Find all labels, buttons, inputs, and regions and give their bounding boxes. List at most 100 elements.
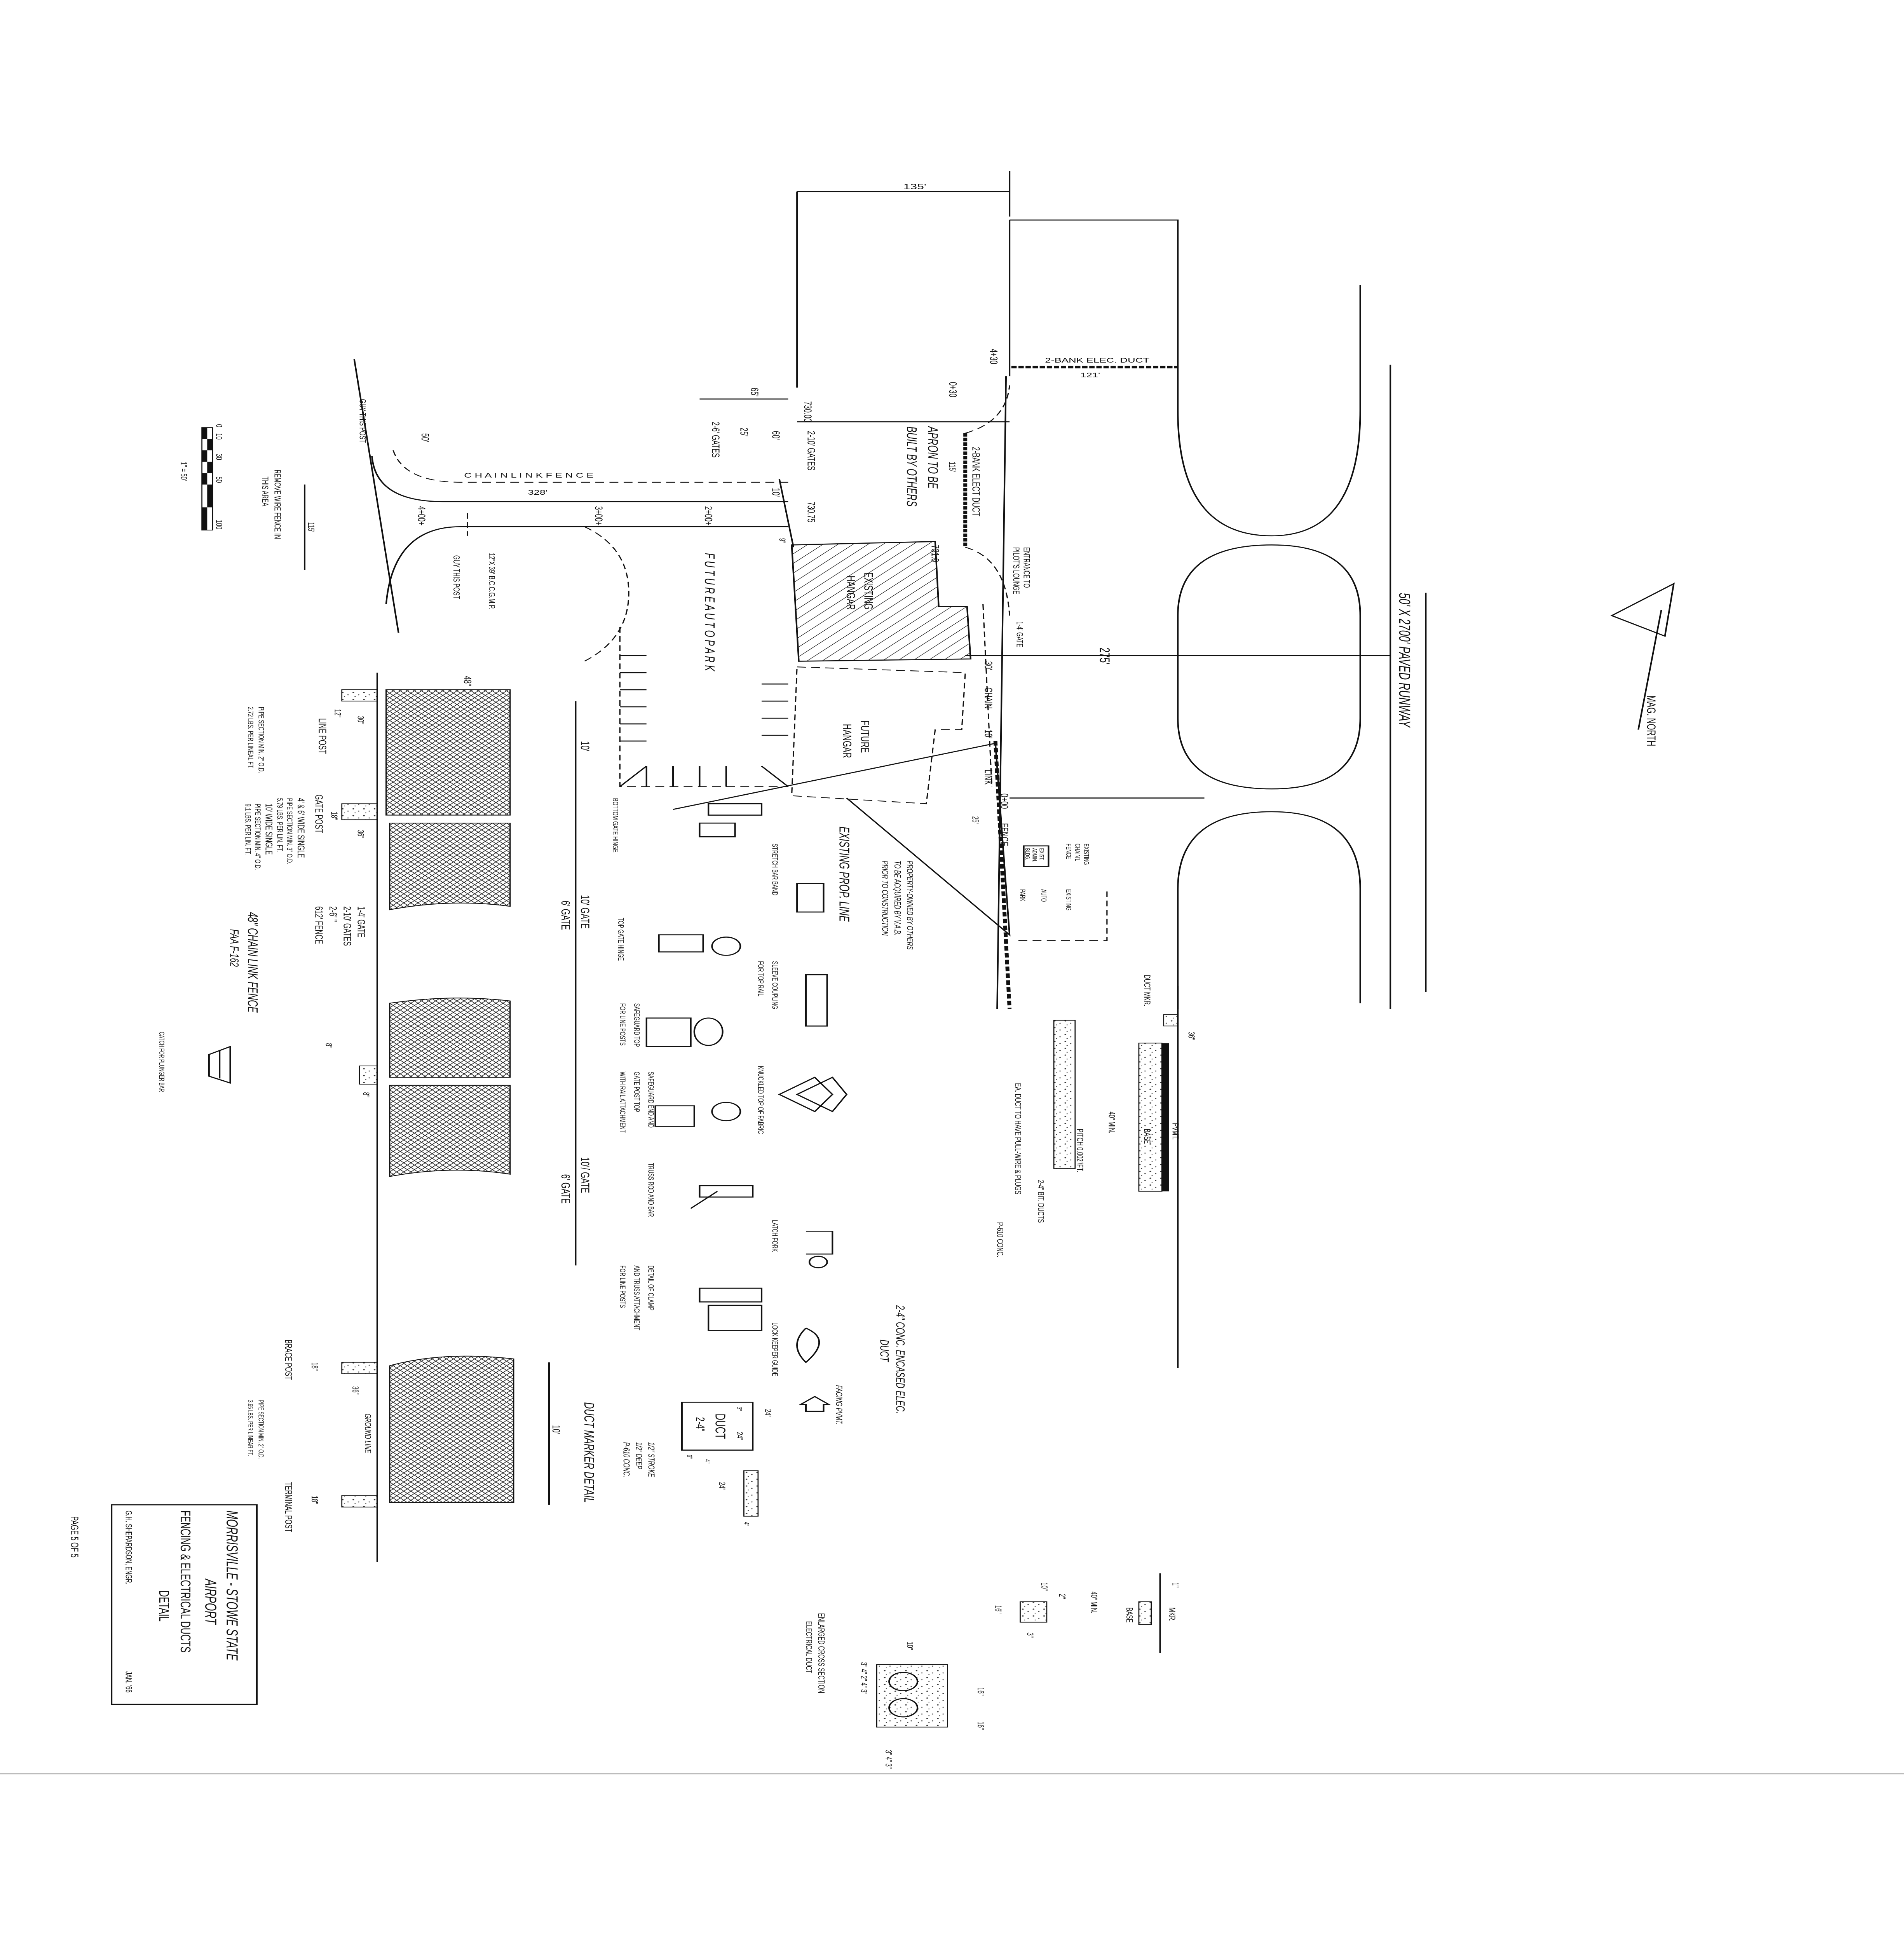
- dim-36b: 36": [350, 1386, 360, 1395]
- cross-section-title: ENLARGED CROSS SECTION: [816, 1613, 826, 1693]
- marker-block: [1138, 1601, 1152, 1625]
- dims-row: 3" 4" 2" 4" 3": [858, 1662, 868, 1694]
- guy-post-label-1: GUY THIS POST: [357, 399, 367, 443]
- gate-10-spec-2: 9.1 LBS. PER LIN. FT.: [244, 804, 253, 855]
- fitting-label: FOR LINE POSTS: [618, 1003, 628, 1046]
- apron-curve: [965, 385, 1010, 434]
- stroke-note: 1/2" STROKE: [646, 1442, 656, 1477]
- marker-duct-size: 2-4": [693, 1417, 707, 1432]
- fitting-label: FOR TOP RAIL: [756, 961, 765, 996]
- dim-10-top: 10': [578, 741, 592, 752]
- gate-4-6-spec: PIPE SECTION MIN. 3" O.D.: [285, 798, 295, 864]
- existing-auto-park-outline: [1018, 889, 1108, 941]
- admin-bldg-label-3: BLDG.: [1024, 848, 1031, 860]
- fitting-label: GATE POST TOP: [632, 1072, 642, 1113]
- duct-circle: [888, 1698, 919, 1718]
- link-label: LINK: [982, 769, 994, 785]
- enlarged-cross-section: 10" 16" 16" 3" 4" 2" 4" 3" 3" 4" 3" ENLA…: [804, 1613, 985, 1769]
- dim-16-b: 16": [975, 1721, 985, 1730]
- fitting-label: SLEEVE COUPLING: [771, 961, 780, 1009]
- dim-40: 40" MIN.: [1106, 1111, 1116, 1134]
- fence-detail-subtitle: FAA F-162: [227, 929, 241, 967]
- taxiway-outline: [1010, 219, 1361, 537]
- apron-edge: [996, 376, 1007, 1009]
- fitting-label: BOTTOM GATE HINGE: [611, 798, 620, 853]
- apron-label: APRON TO BE: [925, 426, 940, 489]
- fitting-label: TOP GATE HINGE: [616, 918, 626, 961]
- duct-mkr-label: DUCT MKR.: [1142, 975, 1152, 1006]
- drawing-sheet: 50' X 2700' PAVED RUNWAY MAG. NORTH 135'…: [0, 171, 1904, 1774]
- dim-30: 30': [982, 661, 994, 670]
- apron-label-2: BUILT BY OTHERS: [903, 426, 919, 507]
- dim-10b: 10': [982, 730, 994, 739]
- fence-gate-line: [778, 478, 795, 548]
- fence-length: 328': [528, 488, 547, 496]
- scale-tick: 10: [214, 433, 223, 440]
- terminal-post-footing: [341, 1495, 378, 1508]
- dim-16: 16": [975, 1687, 985, 1696]
- dim-10: 10": [905, 1641, 914, 1650]
- gates-2-10: 2-10' GATES: [806, 431, 818, 471]
- remove-fence-note-2: THIS AREA: [260, 476, 270, 506]
- gate-1-4-label: 1-4' GATE: [1014, 621, 1024, 647]
- existing-fence-label: EXISTING: [1082, 844, 1090, 865]
- entrance-label-2: PILOT'S LOUNGE: [1011, 547, 1020, 594]
- dim-6: 6": [685, 1455, 693, 1459]
- existing-admin-bldg: [1023, 845, 1050, 867]
- admin-bldg-label-2: ADMIN.: [1031, 848, 1038, 862]
- dim-9: 9": [777, 538, 787, 543]
- title-block: MORRISVILLE - STOWE STATE AIRPORT FENCIN…: [111, 1504, 258, 1705]
- gate-panel: [389, 823, 511, 910]
- remove-fence-note: REMOVE WIRE FENCE IN: [272, 470, 282, 539]
- plunger-catch-icon: [208, 1045, 231, 1084]
- base-course: [1138, 1043, 1163, 1192]
- stroke-note-2: 1/2" DEEP: [633, 1442, 643, 1469]
- engineer-name: G.H. SHEPARDSON, ENGR.: [124, 1510, 133, 1584]
- guy-post-label-2: GUY THIS POST: [451, 555, 461, 599]
- gate-10-spec: PIPE SECTION MIN. 4" O.D.: [253, 804, 263, 870]
- gate-4-6-label: 4' & 6' WIDE SINGLE: [295, 798, 306, 858]
- admin-bldg-label: EXIST.: [1038, 848, 1045, 860]
- existing-hangar: [791, 541, 972, 662]
- future-auto-park: [619, 627, 789, 787]
- chain-link-fence-label: C H A I N L I N K F E N C E: [464, 471, 593, 479]
- duct-side-label: 2-BANK ELECT DUCT: [970, 447, 982, 516]
- site-plan: 50' X 2700' PAVED RUNWAY MAG. NORTH 135'…: [178, 171, 1675, 1009]
- duct-detail: DUCT MKR. 36" PVMT. BASE 40" MIN. PITCH …: [877, 975, 1196, 1653]
- fence-detail-title: 48" CHAIN LINK FENCE: [245, 912, 260, 1013]
- existing-fence-label-2: CHAIN'L: [1073, 844, 1081, 862]
- pavement: [1162, 1043, 1169, 1191]
- future-hangar-label: FUTURE: [858, 720, 872, 753]
- duct-side-length: 115': [947, 462, 957, 472]
- dim-4: 4": [703, 1459, 711, 1463]
- dim-25b: 25': [970, 816, 980, 824]
- existing-auto-park-label: EXISTING: [1064, 889, 1072, 910]
- dim-8b: 8": [361, 1092, 370, 1097]
- gate-post-footing: [341, 803, 378, 820]
- quantity-line: 612' FENCE: [313, 906, 325, 944]
- scale-tick: 30: [214, 454, 223, 460]
- dim-275: 275': [1097, 647, 1112, 665]
- dim-10: 10": [1039, 1582, 1049, 1591]
- facing-pvmt-label: FACING PVMT.: [833, 1385, 843, 1425]
- duct-detail-title-2: DUCT: [877, 1340, 891, 1362]
- scale-tick: 100: [214, 520, 223, 529]
- existing-fence-label-3: FENCE: [1064, 844, 1072, 859]
- gate-10-dim: 10' GATE: [578, 895, 592, 929]
- base-label: BASE: [1142, 1128, 1152, 1144]
- marker-section: [743, 1470, 759, 1517]
- dim-60: 60': [770, 431, 782, 440]
- future-hangar-label-2: HANGAR: [840, 724, 854, 758]
- fitting-drawings: [645, 803, 848, 1364]
- title-line-2: AIRPORT: [202, 1578, 219, 1626]
- dim-8: 8": [324, 1043, 333, 1048]
- road-edge: [385, 526, 788, 604]
- gate-6-dim: 6' GATE: [559, 901, 573, 930]
- terminal-post-label: TERMINAL POST: [283, 1482, 293, 1532]
- brace-post-footing: [341, 1362, 378, 1374]
- dim-4-b: 4": [742, 1522, 750, 1526]
- existing-hangar-label: EXISTING: [861, 572, 875, 610]
- duct-top-label: 2-BANK ELEC. DUCT: [1045, 356, 1149, 364]
- station-4-00: 4+00+: [416, 506, 428, 526]
- scale-tick: 50: [214, 476, 223, 483]
